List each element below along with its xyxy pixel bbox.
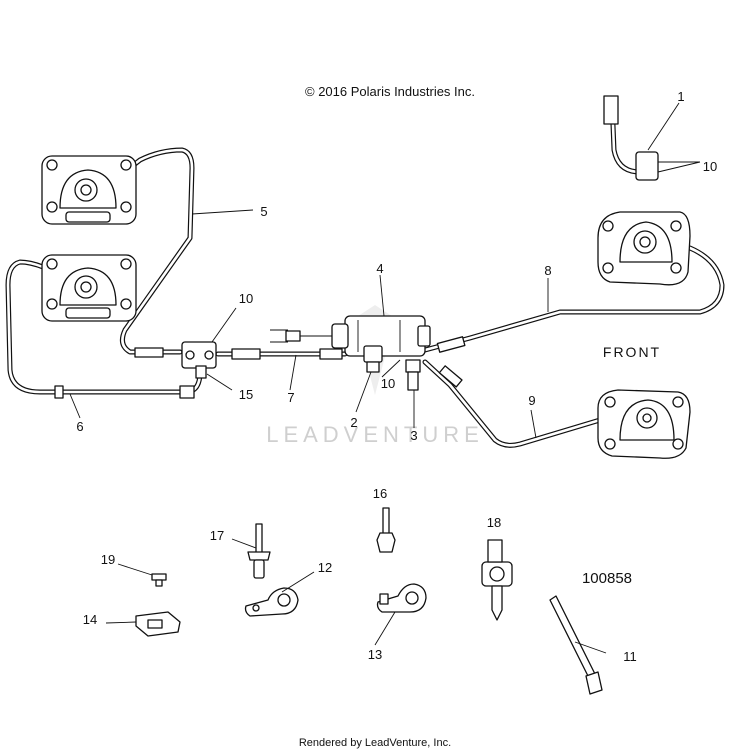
callout-20: 19 [101,552,115,567]
diagram-number: 100858 [582,570,632,587]
brake-line-1 [603,95,659,181]
callout-8: 8 [544,263,551,278]
line-6-fitting [179,385,195,399]
junction-block [181,341,217,379]
part-15-nut [135,611,181,637]
part-18-rivet [247,523,271,579]
callout-4: 4 [376,261,383,276]
caliper-right-lower [597,389,691,459]
leader-lines [69,102,701,654]
part-13-clip [244,587,299,617]
front-direction-label: FRONT [603,344,661,360]
callout-13: 12 [318,560,332,575]
callout-17: 16 [373,486,387,501]
line-6-sleeve [54,385,64,399]
callout-7: 7 [287,390,294,405]
brake-line-8 [422,245,725,353]
line-7-fitting [231,348,261,360]
line-1-fitting [635,151,659,181]
callout-16: 15 [239,387,253,402]
part-14-clip [376,583,427,613]
callout-10-center: 10 [381,376,395,391]
callout-6: 6 [76,419,83,434]
callout-10-right: 10 [703,159,717,174]
callout-19: 18 [487,515,501,530]
part-17-bolt [376,507,396,553]
caliper-left-lower [41,254,137,322]
line-8-fitting [436,336,466,353]
callout-2: 2 [350,415,357,430]
master-cylinder [270,315,431,357]
copyright-text: © 2016 Polaris Industries Inc. [305,84,475,99]
footer-credit: Rendered by LeadVenture, Inc. [299,737,451,749]
callout-12: 11 [623,649,637,664]
line-1-end [603,95,619,125]
callout-9: 9 [528,393,535,408]
line-5-fitting [134,347,164,358]
callout-labels: 1 10 4 5 8 10 10 15 7 9 2 3 6 16 17 18 1… [76,89,717,664]
callout-11: 10 [239,291,253,306]
junction-screw [195,365,207,379]
brake-line-5 [105,147,195,358]
watermark-text: LEADVENTURE [266,422,484,447]
callout-18: 17 [210,528,224,543]
callout-3: 3 [410,428,417,443]
part-20-screw [151,573,167,587]
brake-switch [363,345,383,373]
line-7-fitting-b [319,348,343,360]
callout-1: 1 [677,89,684,104]
callout-14: 13 [368,647,382,662]
brake-line-7 [215,348,348,360]
line-9-fitting [438,365,463,388]
callout-5: 5 [260,204,267,219]
brake-line-9 [422,359,653,448]
bleeder-valve [405,359,421,391]
part-12-rod [549,595,603,695]
brake-line-6 [5,259,203,399]
caliper-left-upper [41,155,137,225]
caliper-right-upper [597,211,691,286]
callout-15: 14 [83,612,97,627]
part-19-fastener [481,539,513,621]
